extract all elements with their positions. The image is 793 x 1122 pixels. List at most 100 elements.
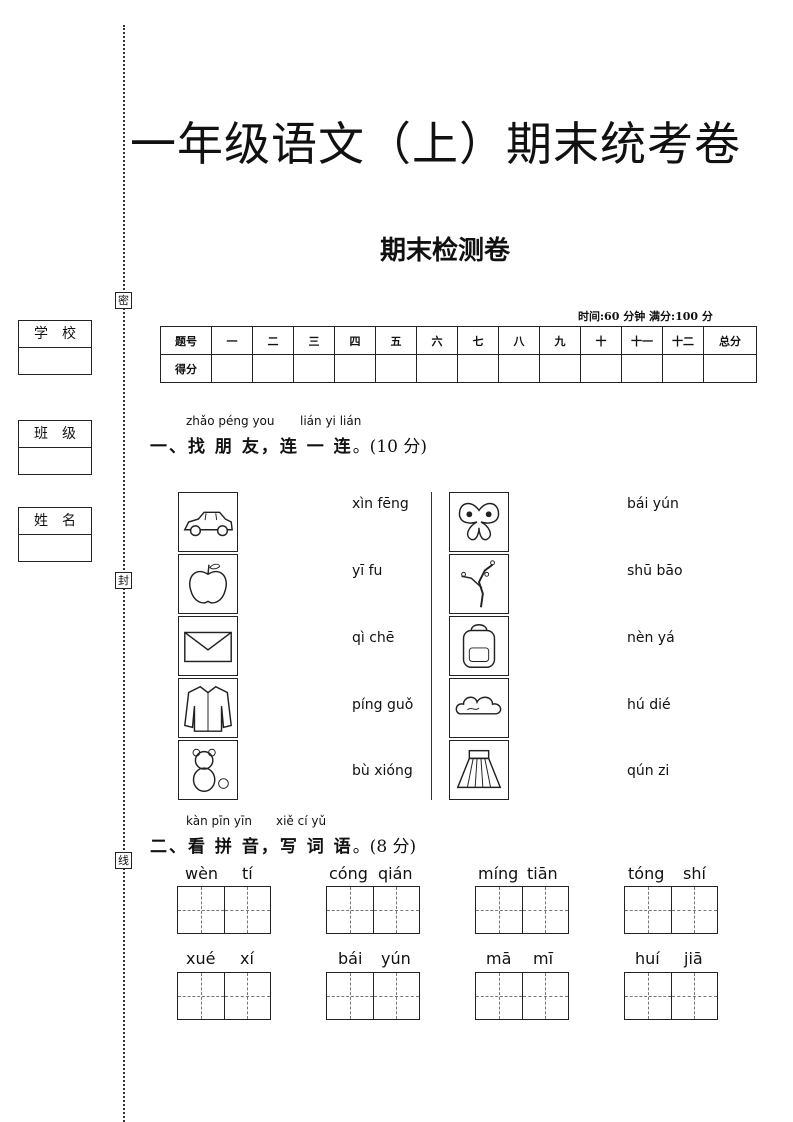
writing-grid[interactable]: [475, 886, 569, 934]
writing-grid[interactable]: [326, 972, 420, 1020]
score-header-cell: 八: [498, 326, 540, 355]
seal-mi: 密: [115, 292, 132, 309]
page-title: 一年级语文（上）期末统考卷: [130, 117, 741, 171]
pinyin-syllable: tiān: [527, 864, 558, 883]
score-cell[interactable]: [580, 354, 622, 383]
right-word: qún zi: [627, 763, 670, 779]
writing-cell[interactable]: [476, 973, 522, 1019]
score-cell[interactable]: [293, 354, 335, 383]
score-row-label: 得分: [160, 354, 212, 383]
section1-points: 。(10 分): [352, 437, 427, 457]
pinyin-syllable: xí: [240, 949, 254, 968]
school-label-a: 学: [34, 326, 48, 342]
score-header-cell: 九: [539, 326, 581, 355]
score-header-cell: 七: [457, 326, 499, 355]
pinyin-syllable: jiā: [684, 949, 703, 968]
writing-cell[interactable]: [521, 887, 569, 933]
writing-grid[interactable]: [177, 972, 271, 1020]
score-cell[interactable]: [375, 354, 417, 383]
left-word: yī fu: [352, 563, 383, 579]
writing-cell[interactable]: [670, 973, 718, 1019]
right-word: hú dié: [627, 697, 671, 713]
section2-points: 。(8 分): [352, 837, 417, 857]
teddy-bear-icon: [178, 740, 238, 800]
pinyin-syllable: tí: [242, 864, 253, 883]
left-word: qì chē: [352, 630, 395, 646]
score-header-row: 题号 一 二 三 四 五 六 七 八 九 十 十一 十二 总分: [160, 326, 757, 355]
score-cell[interactable]: [498, 354, 540, 383]
school-input[interactable]: [19, 348, 91, 374]
right-word: nèn yá: [627, 630, 675, 646]
writing-grid[interactable]: [177, 886, 271, 934]
writing-grid[interactable]: [624, 886, 718, 934]
writing-cell[interactable]: [223, 973, 271, 1019]
score-cell[interactable]: [662, 354, 704, 383]
score-header-cell: 五: [375, 326, 417, 355]
score-header-cell: 二: [252, 326, 294, 355]
pinyin-syllable: bái: [338, 949, 363, 968]
writing-cell[interactable]: [327, 973, 373, 1019]
section2-pinyin-a: kàn pīn yīn: [186, 814, 252, 828]
pinyin-syllable: wèn: [185, 864, 219, 883]
column-divider: [431, 492, 432, 800]
score-header-cell: 十: [580, 326, 622, 355]
score-cell[interactable]: [703, 354, 757, 383]
class-input[interactable]: [19, 448, 91, 474]
score-cell[interactable]: [457, 354, 499, 383]
writing-cell[interactable]: [625, 887, 671, 933]
score-header-cell: 十一: [621, 326, 663, 355]
pinyin-syllable: tóng: [628, 864, 665, 883]
cloud-icon: [449, 678, 509, 738]
section2-pinyin-b: xiě cí yǔ: [276, 814, 327, 828]
writing-cell[interactable]: [670, 887, 718, 933]
pinyin-syllable: shí: [683, 864, 706, 883]
writing-cell[interactable]: [178, 973, 224, 1019]
pinyin-syllable: míng: [478, 864, 519, 883]
writing-cell[interactable]: [372, 973, 420, 1019]
score-table: 题号 一 二 三 四 五 六 七 八 九 十 十一 十二 总分 得分: [160, 326, 757, 383]
car-icon: [178, 492, 238, 552]
score-value-row: 得分: [160, 354, 757, 383]
score-cell[interactable]: [416, 354, 458, 383]
writing-grid[interactable]: [475, 972, 569, 1020]
pinyin-syllable: xué: [186, 949, 216, 968]
butterfly-icon: [449, 492, 509, 552]
score-cell[interactable]: [621, 354, 663, 383]
right-word: shū bāo: [627, 563, 683, 579]
tree-branch-icon: [449, 554, 509, 614]
section1-pinyin-b: lián yi lián: [300, 414, 362, 428]
writing-cell[interactable]: [178, 887, 224, 933]
jacket-icon: [178, 678, 238, 738]
score-cell[interactable]: [252, 354, 294, 383]
score-header-cell: 总分: [703, 326, 757, 355]
score-header-cell: 题号: [160, 326, 212, 355]
name-input[interactable]: [19, 535, 91, 561]
envelope-icon: [178, 616, 238, 676]
school-label-b: 校: [62, 326, 76, 342]
name-label-a: 姓: [34, 513, 48, 529]
pinyin-syllable: mā: [486, 949, 512, 968]
name-label-b: 名: [62, 513, 76, 529]
score-cell[interactable]: [334, 354, 376, 383]
score-cell[interactable]: [539, 354, 581, 383]
section2-title: 二、看 拼 音，写 词 语。(8 分): [150, 832, 416, 857]
pinyin-syllable: huí: [635, 949, 660, 968]
score-header-cell: 十二: [662, 326, 704, 355]
apple-icon: [178, 554, 238, 614]
writing-cell[interactable]: [372, 887, 420, 933]
writing-grid[interactable]: [326, 886, 420, 934]
left-word: xìn fēng: [352, 496, 409, 512]
section1-title: 一、找 朋 友，连 一 连。(10 分): [150, 432, 427, 457]
writing-cell[interactable]: [476, 887, 522, 933]
writing-cell[interactable]: [327, 887, 373, 933]
class-label-a: 班: [34, 426, 48, 442]
writing-cell[interactable]: [223, 887, 271, 933]
seal-xian: 线: [115, 852, 132, 869]
skirt-icon: [449, 740, 509, 800]
writing-grid[interactable]: [624, 972, 718, 1020]
writing-cell[interactable]: [521, 973, 569, 1019]
pinyin-syllable: yún: [381, 949, 411, 968]
class-field: 班级: [18, 420, 92, 475]
writing-cell[interactable]: [625, 973, 671, 1019]
score-cell[interactable]: [211, 354, 253, 383]
